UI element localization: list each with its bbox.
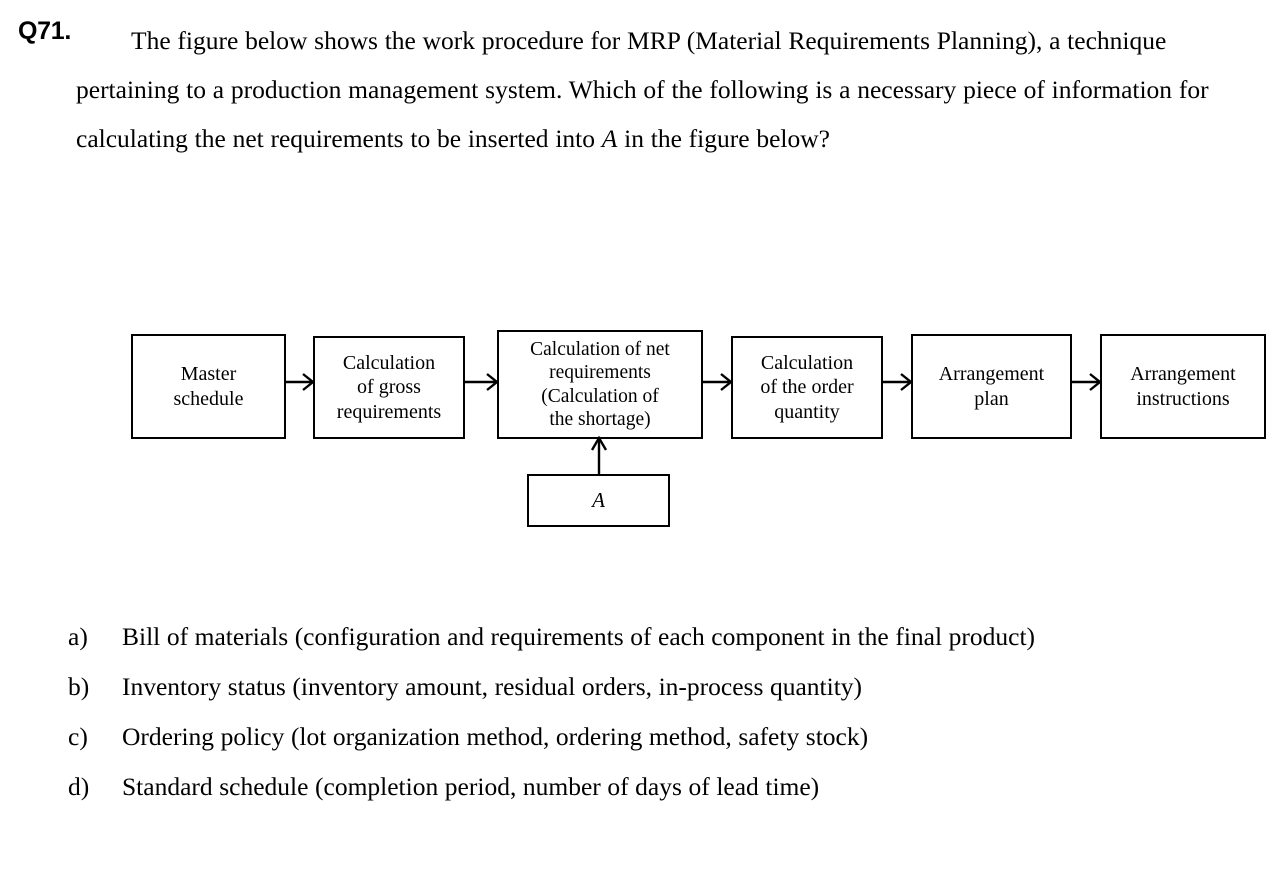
answer-option-marker: d) xyxy=(68,772,90,801)
answer-option-b[interactable]: b) Inventory status (inventory amount, r… xyxy=(0,662,1285,712)
answer-option-marker: b) xyxy=(68,672,90,701)
flow-node-label: A xyxy=(592,488,605,513)
answer-option-text: Ordering policy (lot organization method… xyxy=(122,722,869,751)
flow-node-label: Calculation of the order quantity xyxy=(760,351,854,423)
flow-node-label: Arrangement instructions xyxy=(1130,363,1236,410)
arrow-master-to-gross xyxy=(286,371,315,393)
answer-option-c[interactable]: c) Ordering policy (lot organization met… xyxy=(0,712,1285,762)
flow-node-master-schedule[interactable]: Master schedule xyxy=(131,334,286,439)
answer-option-text: Bill of materials (configuration and req… xyxy=(122,622,1036,651)
flow-node-blank-a[interactable]: A xyxy=(527,474,670,527)
flow-node-arrangement-plan[interactable]: Arrangement plan xyxy=(911,334,1072,439)
flow-node-net-requirements[interactable]: Calculation of net requirements (Calcula… xyxy=(497,330,703,439)
answer-option-marker: a) xyxy=(68,622,88,651)
answer-option-text: Standard schedule (completion period, nu… xyxy=(122,772,820,801)
answer-option-a[interactable]: a) Bill of materials (configuration and … xyxy=(0,612,1285,662)
answer-option-d[interactable]: d) Standard schedule (completion period,… xyxy=(0,762,1285,812)
arrow-a-to-net xyxy=(588,435,610,475)
arrow-net-to-order xyxy=(703,371,733,393)
flow-node-order-quantity[interactable]: Calculation of the order quantity xyxy=(731,336,883,439)
question-variable: A xyxy=(601,124,618,153)
flow-node-label: Calculation of net requirements (Calcula… xyxy=(530,338,670,431)
flow-node-label: Master schedule xyxy=(173,363,244,410)
arrow-order-to-plan xyxy=(883,371,913,393)
flow-node-arrangement-instructions[interactable]: Arrangement instructions xyxy=(1100,334,1266,439)
question-number: Q71. xyxy=(18,17,71,45)
arrow-plan-to-instructions xyxy=(1072,371,1102,393)
question-text: The figure below shows the work procedur… xyxy=(76,16,1258,163)
flow-node-label: Arrangement plan xyxy=(938,363,1045,410)
question-text-part-2: in the figure below? xyxy=(617,124,830,153)
flow-node-gross-requirements[interactable]: Calculation of gross requirements xyxy=(313,336,465,439)
question-text-part-1: The figure below shows the work procedur… xyxy=(76,26,1209,153)
arrow-gross-to-net xyxy=(465,371,499,393)
flow-node-label: Calculation of gross requirements xyxy=(336,351,442,423)
answer-options-list: a) Bill of materials (configuration and … xyxy=(0,612,1285,812)
answer-option-text: Inventory status (inventory amount, resi… xyxy=(122,672,863,701)
answer-option-marker: c) xyxy=(68,722,88,751)
